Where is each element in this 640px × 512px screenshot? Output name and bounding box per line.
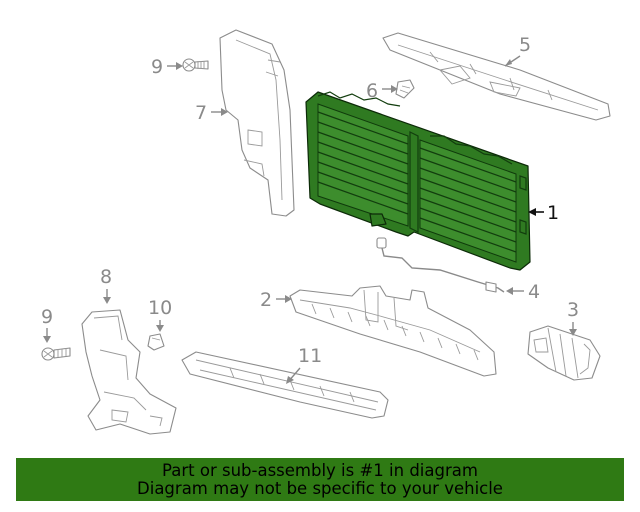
arrowhead-9-top [176,62,183,70]
callout-2: 2 [260,289,272,311]
arrowhead-8 [103,297,111,304]
parts-diagram: 5 6 7 9 [41,29,611,435]
part-4-wiring-harness[interactable] [376,237,505,293]
part-1-air-shutter[interactable] [305,91,531,271]
arrowhead-9-bottom [43,336,51,343]
part-10-clip[interactable] [147,333,165,351]
part-6-push-pin[interactable] [395,79,415,99]
callout-9-bottom: 9 [41,306,53,328]
callout-4: 4 [528,281,540,303]
part-8-lower-baffle[interactable] [81,309,177,435]
right-vanes [419,147,517,253]
callout-5: 5 [519,34,531,56]
part-9-screw-bottom[interactable] [41,347,71,361]
left-vanes [317,111,409,215]
part-9-screw-top[interactable] [182,58,209,72]
arrowhead-10 [156,325,164,332]
part-3-actuator[interactable] [527,325,601,381]
part-7-side-baffle[interactable] [219,29,295,217]
part-11-lower-deflector[interactable] [181,351,389,419]
arrowhead-6 [391,85,398,93]
part-5-upper-deflector[interactable] [382,32,611,121]
arrowhead-4 [506,287,513,295]
callout-7: 7 [195,102,207,124]
part-2-lower-bracket[interactable] [289,285,497,377]
callout-3: 3 [567,299,579,321]
arrowhead-1 [528,208,536,216]
callout-6: 6 [366,80,378,102]
callout-8: 8 [100,266,112,288]
arrowhead-2 [285,295,292,303]
callout-9-top: 9 [151,56,163,78]
arrowhead-5 [505,59,512,66]
arrowhead-7 [221,108,228,116]
callout-11: 11 [298,345,322,367]
callout-10: 10 [148,297,172,319]
diagram-notice-banner: Part or sub-assembly is #1 in diagram Di… [16,458,624,501]
arrowhead-3 [569,329,577,336]
arrowhead-11 [286,376,294,384]
callout-1: 1 [547,202,559,224]
notice-line-1: Part or sub-assembly is #1 in diagram [162,460,478,480]
notice-line-2: Diagram may not be specific to your vehi… [137,478,503,498]
